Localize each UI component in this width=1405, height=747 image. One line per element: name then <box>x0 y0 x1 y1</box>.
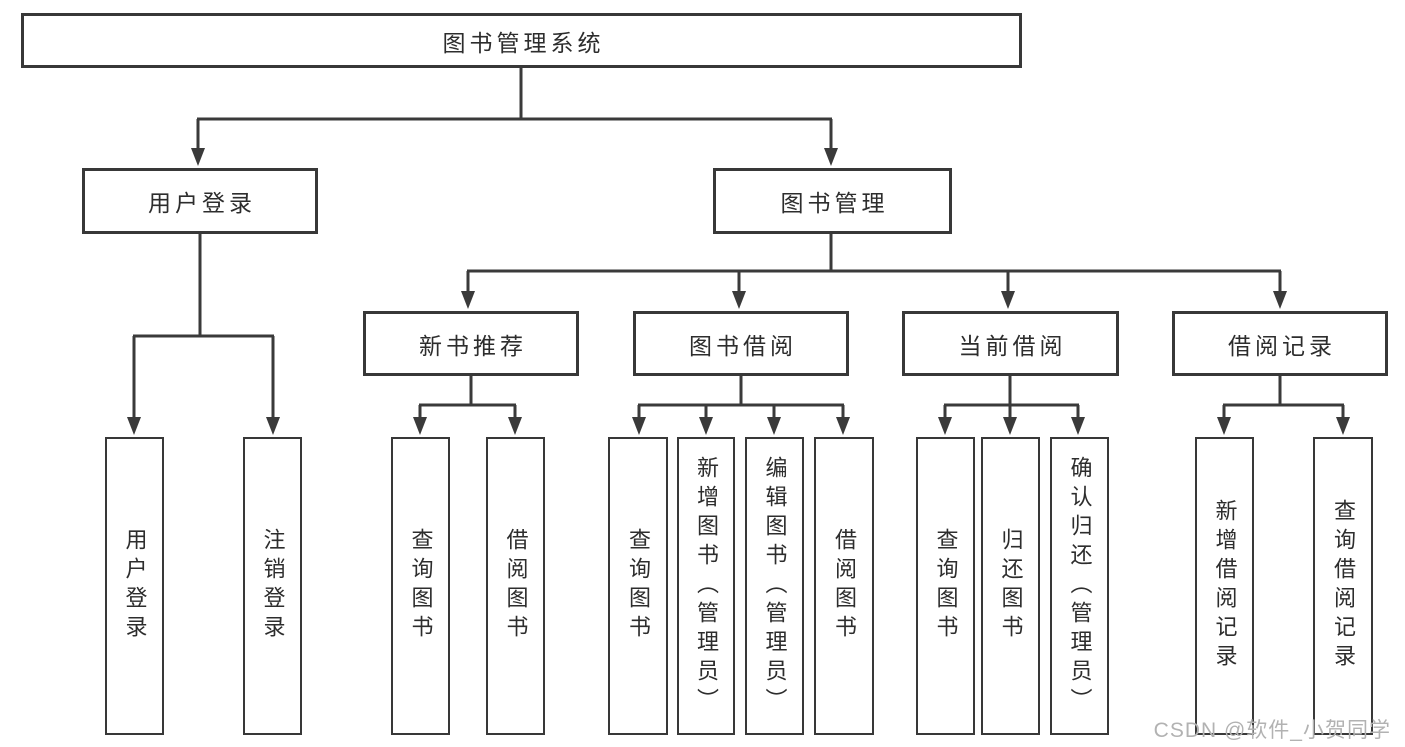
node-label: 新增借阅记录 <box>1212 499 1238 673</box>
node-user-login: 用户登录 <box>82 168 318 234</box>
node-label: 查询图书 <box>933 528 959 644</box>
leaf-query-books-recommend: 查询图书 <box>391 437 450 735</box>
node-label: 查询图书 <box>626 528 651 644</box>
leaf-logout: 注销登录 <box>243 437 302 735</box>
node-label: 查询借阅记录 <box>1331 499 1356 673</box>
node-label: 归还图书 <box>998 528 1024 644</box>
leaf-add-book-admin: 新增图书（管理员） <box>677 437 735 735</box>
node-label: 用户登录 <box>148 190 256 216</box>
csdn-watermark: CSDN @软件_小贺同学 <box>1153 719 1391 742</box>
node-label: 用户登录 <box>122 528 148 644</box>
node-label: 借阅记录 <box>1228 332 1336 359</box>
node-borrow-records: 借阅记录 <box>1172 311 1388 376</box>
node-label: 注销登录 <box>260 528 286 644</box>
node-new-book-recommend: 新书推荐 <box>363 311 579 376</box>
leaf-add-borrow-record: 新增借阅记录 <box>1195 437 1254 735</box>
node-label: 借阅图书 <box>832 528 857 644</box>
node-label: 借阅图书 <box>503 528 529 644</box>
leaf-query-borrow-record: 查询借阅记录 <box>1313 437 1373 735</box>
node-label: 图书管理 <box>780 190 889 216</box>
node-book-management: 图书管理 <box>713 168 952 234</box>
node-label: 当前借阅 <box>958 332 1067 359</box>
node-label: 编辑图书（管理员） <box>762 455 788 717</box>
leaf-borrow-books: 借阅图书 <box>814 437 874 735</box>
leaf-edit-book-admin: 编辑图书（管理员） <box>745 437 804 735</box>
node-label: 图书管理系统 <box>442 29 605 56</box>
leaf-query-books-borrow: 查询图书 <box>608 437 668 735</box>
node-label: 查询图书 <box>408 528 434 644</box>
leaf-user-login: 用户登录 <box>105 437 164 735</box>
node-book-borrow: 图书借阅 <box>633 311 849 376</box>
leaf-return-book: 归还图书 <box>981 437 1040 735</box>
node-root: 图书管理系统 <box>21 13 1022 68</box>
node-current-borrow: 当前借阅 <box>902 311 1119 376</box>
leaf-borrow-books-recommend: 借阅图书 <box>486 437 545 735</box>
node-label: 新书推荐 <box>419 332 527 359</box>
node-label: 图书借阅 <box>689 332 797 359</box>
node-label: 确认归还（管理员） <box>1067 455 1093 717</box>
leaf-query-books-current: 查询图书 <box>916 437 975 735</box>
leaf-confirm-return-admin: 确认归还（管理员） <box>1050 437 1109 735</box>
node-label: 新增图书（管理员） <box>694 455 719 717</box>
